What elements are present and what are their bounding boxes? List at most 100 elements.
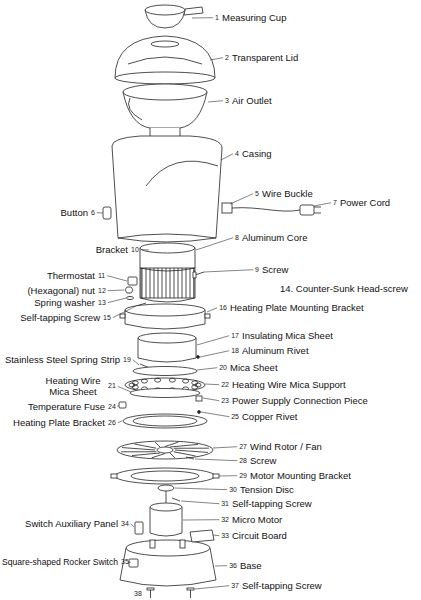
part-label: Casing xyxy=(242,148,272,159)
part-label: Power Cord xyxy=(340,197,390,208)
insulating-mica-sheet xyxy=(138,333,196,343)
callout-number: 12 xyxy=(98,287,106,295)
part-label: Self-tapping Screw xyxy=(242,580,322,591)
motor-mounting-bracket xyxy=(111,468,219,484)
base xyxy=(180,540,185,548)
fan xyxy=(152,454,165,458)
counter-sunk-screw xyxy=(193,272,196,278)
callout-number: 33 xyxy=(221,532,229,540)
measuring-cup xyxy=(184,7,203,15)
heating-wire-mica-support xyxy=(192,381,198,385)
leader-line xyxy=(207,308,217,312)
casing xyxy=(118,234,216,238)
callout-number: 27 xyxy=(239,443,247,451)
power-supply-connection-piece xyxy=(196,396,202,401)
part-label: Switch Auxiliary Panel xyxy=(25,518,118,529)
callout-number: 26 xyxy=(108,419,116,427)
heating-wire-mica-support xyxy=(169,378,175,382)
callout-number: 19 xyxy=(123,356,131,364)
part-label: Tension Disc xyxy=(240,484,294,495)
part-label: Thermostat xyxy=(47,270,95,281)
part-label: Stainless Steel Spring Strip xyxy=(5,354,120,365)
callout-number: 5 xyxy=(255,190,259,198)
heating-plate-mounting-bracket xyxy=(125,304,205,316)
casing xyxy=(146,161,218,186)
part-label: Bracket xyxy=(96,244,128,255)
tension-disc xyxy=(158,485,174,491)
thermostat xyxy=(125,287,133,293)
fan xyxy=(121,451,156,452)
callout-number: 24 xyxy=(108,403,116,411)
leader-line xyxy=(97,212,103,213)
callout-number: 38 xyxy=(134,590,142,598)
screw xyxy=(186,457,194,459)
air-outlet xyxy=(123,84,207,100)
power-cord xyxy=(314,213,321,214)
copper-rivet xyxy=(198,411,201,414)
transparent-lid xyxy=(151,41,179,47)
callout-number: 37 xyxy=(231,582,239,590)
heating-wire-mica-support xyxy=(155,378,161,382)
callout-number: 20 xyxy=(219,364,227,372)
callout-number: 18 xyxy=(231,347,239,355)
leader-line xyxy=(213,535,219,537)
part-label: Heating Wire Mica Sheet xyxy=(41,375,105,398)
heating-plate-bracket xyxy=(123,414,207,428)
part-label: Insulating Mica Sheet xyxy=(242,330,333,341)
callout-number: 11 xyxy=(98,272,105,280)
measuring-cup xyxy=(145,5,185,15)
part-label: Screw xyxy=(250,455,276,466)
fan xyxy=(165,442,178,446)
callout-number: 8 xyxy=(235,234,239,242)
bottom-screws xyxy=(147,588,154,590)
bottom-screws xyxy=(150,590,151,598)
screw xyxy=(186,457,194,459)
exploded-illustration xyxy=(103,5,321,598)
leader-line xyxy=(108,290,124,292)
fan xyxy=(174,448,209,449)
callout-number: 34 xyxy=(121,520,129,528)
part-label: Power Supply Connection Piece xyxy=(232,395,368,406)
part-label: Base xyxy=(240,560,262,571)
part-label: Air Outlet xyxy=(232,95,272,106)
part-label: Self-tapping Screw xyxy=(20,312,100,323)
callout-number: 32 xyxy=(221,516,229,524)
part-label: Wire Buckle xyxy=(262,188,313,199)
part-label: Spring washer xyxy=(34,297,95,308)
callout-number: 4 xyxy=(235,150,239,158)
leader-line xyxy=(113,306,136,318)
casing xyxy=(112,136,222,242)
power-cord xyxy=(314,207,321,208)
heating-plate-mounting-bracket xyxy=(120,314,125,318)
transparent-lid xyxy=(128,57,202,64)
aluminum-core xyxy=(140,268,195,271)
circuit-board xyxy=(190,530,214,542)
part-label: Square-shaped Rocker Switch xyxy=(2,557,118,567)
fan xyxy=(117,441,213,459)
part-label: Motor Mounting Bracket xyxy=(250,470,351,481)
aluminum-core xyxy=(140,243,195,253)
leader-line xyxy=(197,336,229,345)
leader-line xyxy=(181,501,219,504)
part-label: Temperature Fuse xyxy=(28,401,105,412)
callout-number: 30 xyxy=(229,486,237,494)
heating-plate-bracket xyxy=(133,416,197,426)
leader-line xyxy=(118,386,131,392)
leader-line xyxy=(221,154,233,160)
heating-wire-mica-support xyxy=(192,385,198,389)
button xyxy=(103,207,111,219)
leader-line xyxy=(203,398,219,401)
motor-mounting-bracket xyxy=(115,468,215,484)
part-label: Screw xyxy=(262,264,288,275)
leader-line xyxy=(230,194,253,204)
callout-number: 22 xyxy=(221,381,229,389)
callout-number: 25 xyxy=(231,413,239,421)
callout-number: 15 xyxy=(103,314,111,322)
fan xyxy=(170,453,175,458)
mica-sheet xyxy=(133,367,197,376)
callout-number: 9 xyxy=(255,266,259,274)
insulating-mica-sheet xyxy=(138,333,199,362)
heating-wire-mica-support xyxy=(183,379,189,383)
fan xyxy=(170,444,198,447)
